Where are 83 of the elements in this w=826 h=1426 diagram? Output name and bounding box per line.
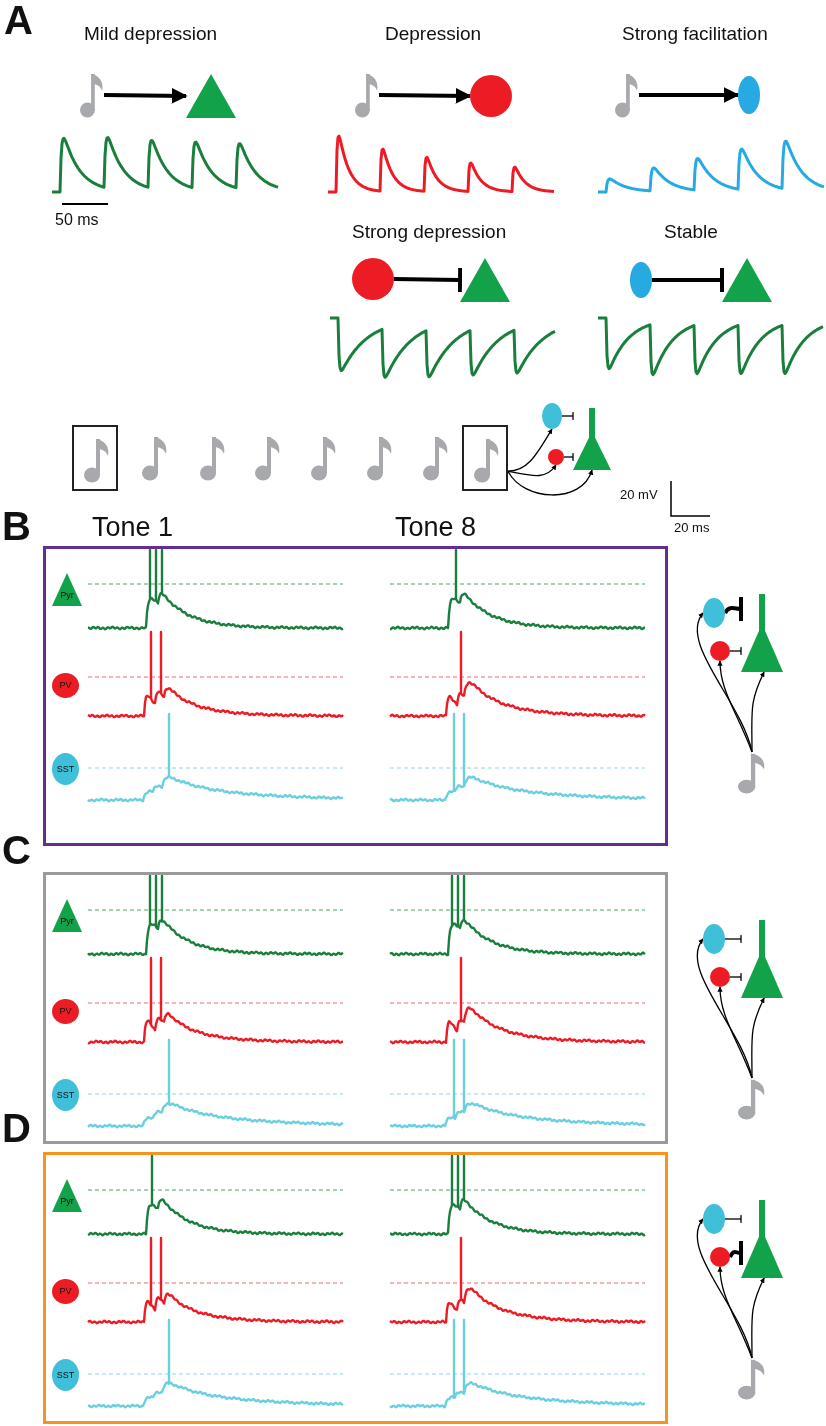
arrow: [751, 671, 765, 753]
triangle-icon: [722, 258, 772, 302]
music-note-icon: [84, 437, 110, 483]
arrow: [751, 997, 765, 1079]
highlight-frame: [462, 425, 508, 491]
music-note-icon: [474, 437, 500, 483]
inhibition-connector: [652, 268, 724, 292]
neuron-icon: [741, 1200, 783, 1278]
arrow: [717, 660, 753, 753]
panel-frame: [43, 546, 668, 846]
oval-icon: [703, 924, 725, 954]
panel-letter: D: [2, 1108, 31, 1148]
circle-icon: [710, 1247, 730, 1267]
condition-title: Stable: [664, 222, 718, 241]
arrow: [378, 87, 472, 104]
oval-icon: [542, 403, 562, 429]
condition-title: Mild depression: [84, 24, 218, 43]
highlight-frame: [72, 425, 118, 491]
music-note-icon: [355, 72, 379, 118]
tone-label: Tone 1: [92, 514, 174, 541]
oval-icon: [703, 1204, 725, 1234]
music-note-icon: [738, 752, 766, 794]
music-note-icon: [738, 1078, 766, 1120]
scale-label: 20 ms: [674, 521, 710, 534]
circle-icon: [470, 75, 512, 117]
arrow: [507, 464, 557, 477]
cell-badge: PV: [52, 999, 79, 1024]
panel-frame: [43, 1152, 668, 1424]
cell-badge: SST: [52, 1359, 79, 1391]
arrow: [751, 1277, 765, 1359]
condition-title: Strong depression: [352, 222, 507, 241]
inhibition-connector: [393, 267, 463, 293]
cell-badge: SST: [52, 1079, 79, 1111]
cell-badge: SST: [52, 753, 79, 785]
music-note-icon: [367, 435, 393, 481]
inhibition-connector: [724, 1215, 742, 1223]
condition-title: Strong facilitation: [622, 24, 768, 43]
music-note-icon: [80, 72, 104, 118]
inhibition-connector: [561, 412, 574, 420]
music-note-icon: [423, 435, 449, 481]
inhibition-connector: [723, 596, 744, 622]
arrow: [639, 87, 740, 103]
arrow: [717, 986, 753, 1079]
tone-label: Tone 8: [395, 514, 477, 541]
music-note-icon: [142, 435, 168, 481]
cell-badge: PV: [52, 1279, 79, 1304]
neuron-icon: [741, 920, 783, 998]
arrow: [507, 469, 593, 496]
circle-icon: [710, 967, 730, 987]
cell-badge: Pyr: [52, 899, 82, 932]
condition-title: Depression: [385, 24, 482, 43]
music-note-icon: [615, 72, 639, 118]
inhibition-connector: [724, 935, 742, 943]
panel-frame: [43, 872, 668, 1144]
music-note-icon: [738, 1358, 766, 1400]
inhibition-connector: [729, 647, 742, 655]
cell-badge: Pyr: [52, 1179, 82, 1212]
oval-icon: [738, 76, 760, 114]
circle-icon: [710, 641, 730, 661]
arrow: [717, 1266, 753, 1359]
scale-label: 50 ms: [55, 212, 99, 228]
arrow: [103, 87, 188, 104]
panel-letter: C: [2, 830, 31, 870]
panel-letter: A: [4, 0, 33, 40]
inhibition-connector: [729, 973, 742, 981]
inhibition-connector: [563, 453, 574, 461]
inhibition-connector: [728, 1240, 744, 1266]
scale-label: 20 mV: [620, 488, 658, 501]
cell-badge: PV: [52, 673, 79, 698]
circle-icon: [352, 258, 394, 300]
arrow: [507, 428, 553, 472]
music-note-icon: [200, 435, 226, 481]
circle-icon: [548, 449, 564, 465]
panel-letter: B: [2, 506, 31, 546]
music-note-icon: [311, 435, 337, 481]
triangle-icon: [186, 74, 236, 118]
triangle-icon: [460, 258, 510, 302]
neuron-icon: [573, 408, 611, 470]
cell-badge: Pyr: [52, 573, 82, 606]
oval-icon: [703, 598, 725, 628]
music-note-icon: [255, 435, 281, 481]
oval-icon: [630, 262, 652, 298]
neuron-icon: [741, 594, 783, 672]
